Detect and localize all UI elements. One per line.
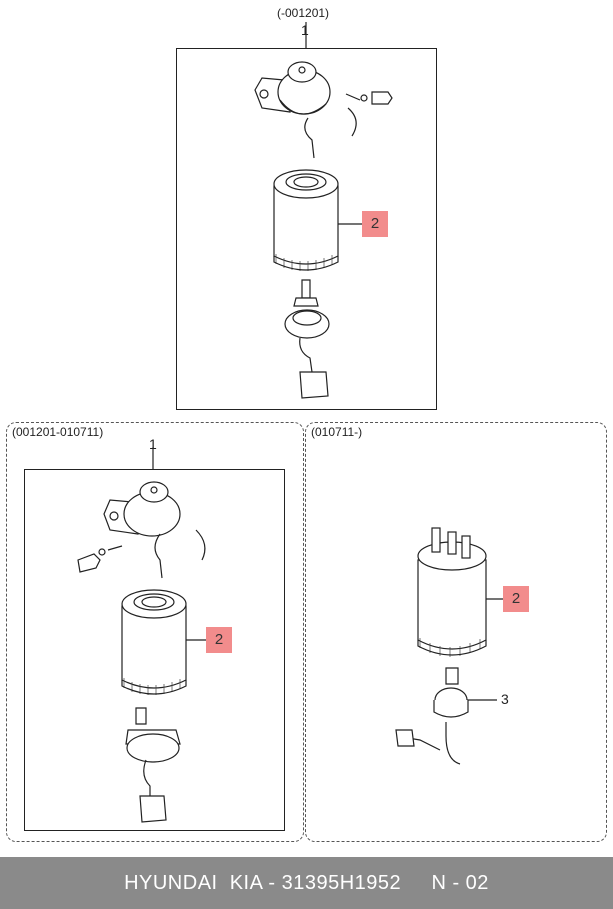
- left-water-sensor: [125, 707, 181, 823]
- footer-bar: HYUNDAI KIA - 31395H1952 N - 02: [0, 857, 613, 909]
- top-filter-head: [254, 61, 393, 159]
- top-filter-cartridge: [273, 169, 339, 271]
- left-filter-callout: 2: [206, 627, 232, 653]
- right-filter-cartridge: [417, 527, 487, 657]
- top-range-label: (-001201): [277, 6, 330, 20]
- left-assembly-callout: 1: [149, 436, 157, 452]
- left-filter-cartridge: [121, 589, 187, 695]
- right-filter-callout: 2: [503, 586, 529, 612]
- right-water-sensor: [395, 667, 469, 765]
- top-assembly-callout: 1: [301, 22, 309, 38]
- right-group-frame: [305, 422, 607, 842]
- footer-text: HYUNDAI KIA - 31395H1952 N - 02: [124, 872, 489, 894]
- left-range-label: (001201-010711): [12, 425, 104, 439]
- top-assembly-frame: [176, 48, 437, 410]
- left-filter-head: [77, 481, 206, 579]
- top-filter-callout: 2: [362, 211, 388, 237]
- right-range-label: (010711-): [311, 425, 363, 439]
- top-water-sensor: [284, 279, 330, 399]
- right-sensor-callout: 3: [501, 691, 509, 707]
- left-assembly-frame: [24, 469, 285, 831]
- left-group-frame: [6, 422, 304, 842]
